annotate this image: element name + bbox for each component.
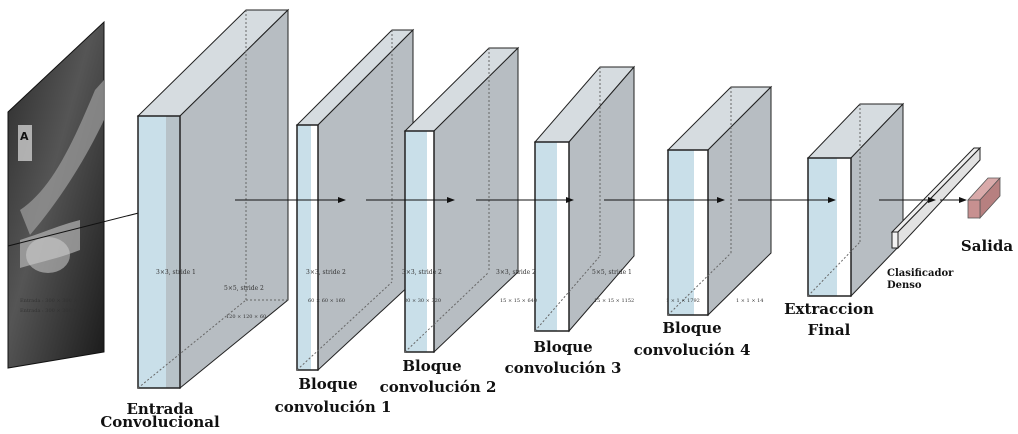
label-salida: Salida	[961, 237, 1013, 255]
block-2-shape: 30 × 30 × 320	[404, 298, 441, 304]
dense-classifier-bar	[890, 146, 982, 250]
label-denso: Denso	[887, 280, 922, 291]
label-convolucion-3: convolución 3	[505, 359, 622, 377]
block-1-op1: 3×3, stride 2	[306, 269, 346, 276]
block-2-op1: 3×3, stride 2	[402, 269, 442, 276]
block-0-shape: 120 × 120 × 60	[226, 314, 266, 320]
input-xray-image: A Entrada : 300 × 300 × 3 Entrada : 300 …	[7, 20, 105, 369]
block-3-op2: 5×5, stride 1	[592, 269, 632, 276]
label-final: Final	[808, 321, 851, 339]
label-convolucion-1: convolución 1	[275, 398, 392, 416]
block-1-shape: 60 × 60 × 160	[308, 298, 345, 304]
block-entrada-convolucional: 3×3, stride 1 5×5, stride 2 120 × 120 × …	[136, 8, 290, 390]
input-shape-text: Entrada : 300 × 300 × 3	[20, 298, 82, 304]
label-convolucion-4: convolución 4	[634, 341, 751, 359]
input-shape-text-2: Entrada : 300 × 300 × 3	[20, 308, 82, 314]
label-bloque-3: Bloque	[533, 338, 592, 356]
label-convolucion-2: convolución 2	[380, 378, 497, 396]
block-convolucion-3: 3×3, stride 2 5×5, stride 1 15 × 15 × 64…	[496, 65, 636, 333]
label-bloque-4: Bloque	[662, 319, 721, 337]
block-labels: Entrada Convolucional Bloque convolución…	[100, 237, 1013, 431]
output-block	[967, 176, 1001, 220]
svg-text:A: A	[20, 130, 29, 143]
block-4-shape: 1 × 1 × 1792	[666, 298, 700, 304]
label-extraccion: Extraccion	[784, 300, 874, 318]
block-3-shape: 15 × 15 × 640	[500, 298, 537, 304]
label-convolucional: Convolucional	[100, 413, 220, 431]
label-bloque-2: Bloque	[402, 357, 461, 375]
block-4-shape-2: 1 × 1 × 14	[736, 298, 763, 304]
block-extraccion-final	[806, 102, 905, 298]
label-bloque-1: Bloque	[298, 375, 357, 393]
label-clasificador: Clasificador	[887, 268, 954, 279]
block-convolucion-4: 1 × 1 × 1792 1 × 1 × 14	[666, 85, 773, 317]
block-3-shape-2: 15 × 15 × 1152	[594, 298, 634, 304]
block-convolucion-1: 3×3, stride 2 60 × 60 × 160	[295, 28, 415, 372]
label-entrada: Entrada	[126, 400, 193, 418]
block-0-op2: 5×5, stride 2	[224, 285, 264, 292]
block-3-op1: 3×3, stride 2	[496, 269, 536, 276]
block-0-op1: 3×3, stride 1	[156, 269, 196, 276]
